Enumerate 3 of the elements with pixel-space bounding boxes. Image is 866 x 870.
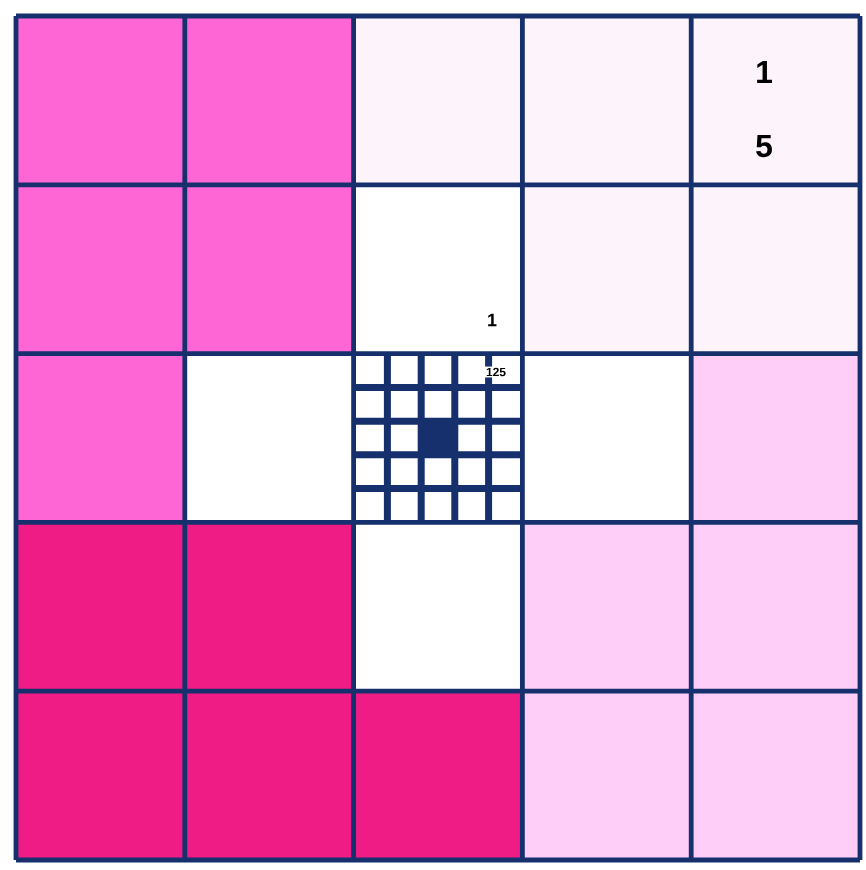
number-label: 1 [488, 313, 497, 327]
number-label: 5 [756, 134, 772, 158]
number-label: 1 [757, 61, 772, 83]
